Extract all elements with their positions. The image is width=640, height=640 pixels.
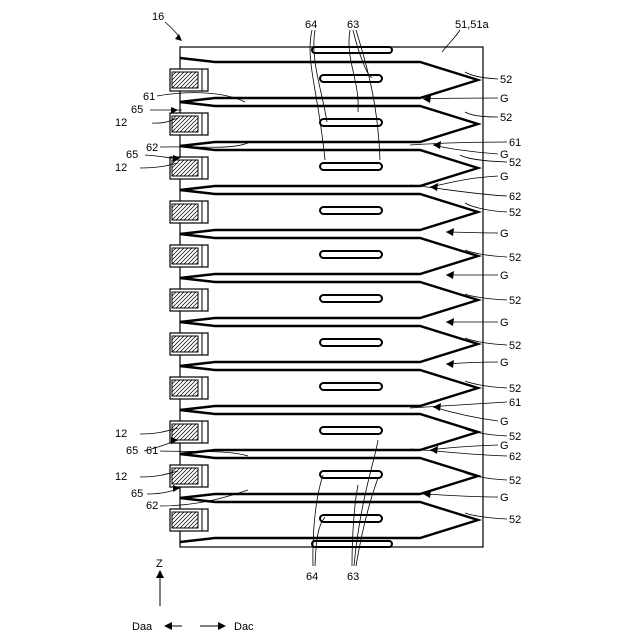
plate-layer [180,322,478,366]
plate-label: 51,51a [455,19,490,31]
right-label-gj: G [500,492,509,504]
plate-layer [180,278,478,322]
left-label-61b: 61 [146,445,158,457]
left-label-12d: 12 [115,471,127,483]
right-label-gi: G [500,440,509,452]
right-label-gf: G [500,317,509,329]
right-label-52c: 52 [509,157,521,169]
plate-layer [180,146,478,190]
plate-layer [180,454,478,498]
top-label-64: 64 [305,19,317,31]
plate-slot [320,163,382,170]
plate-layer [180,190,478,234]
left-label-61a: 61 [143,91,155,103]
left-label-62a: 62 [146,142,158,154]
plate-layers [180,58,478,542]
plate-slot [320,427,382,434]
right-label-52i: 52 [509,431,521,443]
right-label-gg: G [500,357,509,369]
left-label-12a: 12 [115,117,127,129]
bottom-label-63: 63 [347,571,359,583]
right-label-52f: 52 [509,295,521,307]
plate-slot [320,119,382,126]
left-label-12c: 12 [115,428,127,440]
right-label-ge: G [500,270,509,282]
right-label-52j: 52 [509,475,521,487]
axis-z-label: Z [156,558,163,570]
axis-indicator [156,570,226,630]
right-label-gh: G [500,416,509,428]
right-label-ga: G [500,93,509,105]
right-label-gc: G [500,171,509,183]
left-label-65d: 65 [131,488,143,500]
plate-slot [320,75,382,82]
plate-slot [320,207,382,214]
left-label-62b: 62 [146,500,158,512]
figure-label: 16 [152,11,164,23]
right-label-gd: G [500,228,509,240]
top-edge-strip [312,47,392,53]
top-label-63: 63 [347,19,359,31]
left-label-65c: 65 [126,445,138,457]
right-label-61a: 61 [509,137,521,149]
right-label-52h: 52 [509,383,521,395]
right-label-62b: 62 [509,451,521,463]
plate-layer [180,498,478,542]
figure-label-arrowhead [175,34,182,41]
plate-layer [180,102,478,146]
right-label-gb: G [500,149,509,161]
right-label-52a: 52 [500,74,512,86]
left-label-65a: 65 [131,104,143,116]
plate-layer [180,410,478,454]
left-connectors [170,69,208,531]
plate-layer [180,366,478,410]
right-label-52k: 52 [509,514,521,526]
right-label-61b: 61 [509,397,521,409]
bottom-label-64: 64 [306,571,318,583]
left-label-12b: 12 [115,162,127,174]
plate-slot [320,471,382,478]
left-label-65b: 65 [126,149,138,161]
right-label-62a: 62 [509,191,521,203]
plate-slot [320,515,382,522]
right-label-52g: 52 [509,340,521,352]
right-label-52b: 52 [500,112,512,124]
plate-slot [320,295,382,302]
axis-left-label: Daa [132,621,153,633]
axis-right-label: Dac [234,621,254,633]
right-label-52d: 52 [509,207,521,219]
plate-slot [320,339,382,346]
right-label-52e: 52 [509,252,521,264]
plate-slot [320,383,382,390]
plate-layer [180,234,478,278]
leader-arrowheads [171,14,454,498]
plate-slot [320,251,382,258]
